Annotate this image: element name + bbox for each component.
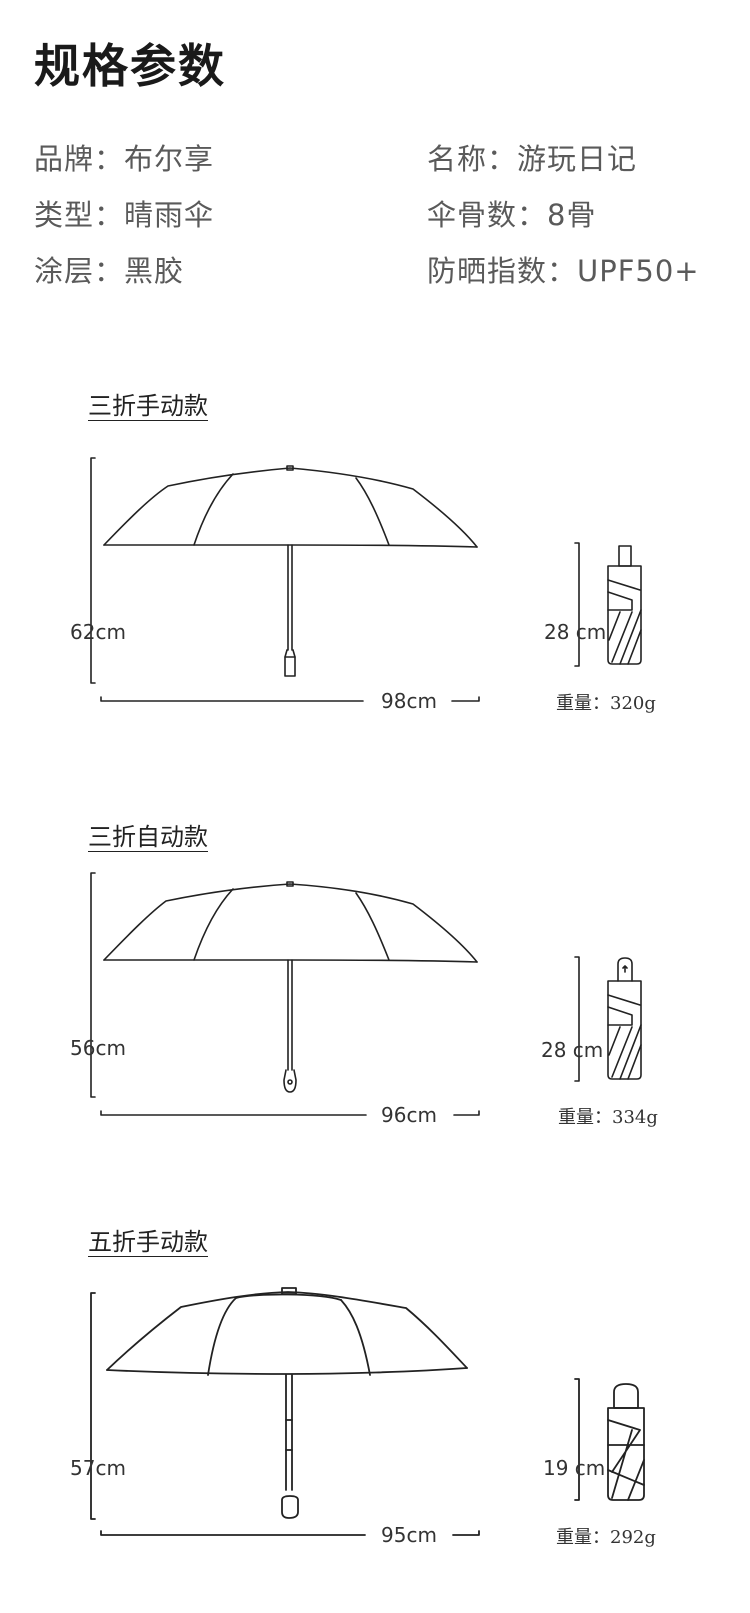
folded-length-label: 28 cm: [544, 620, 607, 644]
canopy-outline: [104, 884, 477, 962]
shaft: [288, 960, 292, 1070]
model-title: 三折自动款: [88, 823, 208, 851]
weight-label: 重量：320g: [556, 693, 656, 714]
handle: [282, 1496, 298, 1518]
umbrella-diagram-3: [0, 1280, 750, 1580]
umbrella-diagram-1: [0, 440, 750, 740]
open-height-label: 62cm: [70, 620, 126, 644]
spec-ribs: 伞骨数：8骨: [427, 198, 597, 232]
height-dimension-line: [91, 1293, 95, 1519]
model-title: 三折手动款: [88, 392, 208, 420]
open-height-label: 56cm: [70, 1036, 126, 1060]
weight-label: 重量：334g: [558, 1107, 658, 1128]
canopy-outline: [104, 468, 477, 547]
spec-brand: 品牌：布尔享: [34, 142, 215, 176]
folded-length-label: 28 cm: [541, 1038, 604, 1062]
height-dimension-line: [91, 458, 95, 683]
open-height-label: 57cm: [70, 1456, 126, 1480]
folded-dimension-line: [575, 957, 579, 1081]
handle: [285, 657, 295, 676]
umbrella-diagram-2: [0, 860, 750, 1160]
spec-name: 名称：游玩日记: [427, 142, 638, 176]
width-dimension-line: [101, 1531, 479, 1535]
width-dimension-line: [101, 697, 479, 701]
folded-umbrella-3: [608, 1384, 644, 1500]
model-title: 五折手动款: [88, 1228, 208, 1256]
shaft: [288, 545, 292, 650]
weight-label: 重量：292g: [556, 1527, 656, 1548]
width-dimension-line: [101, 1111, 479, 1115]
open-width-label: 96cm: [381, 1103, 437, 1127]
open-width-label: 95cm: [381, 1523, 437, 1547]
folded-umbrella-1: [608, 546, 641, 664]
folded-dimension-line: [575, 543, 579, 666]
handle: [284, 1070, 296, 1092]
spec-upf: 防晒指数：UPF50+: [427, 254, 700, 288]
folded-length-label: 19 cm: [543, 1456, 606, 1480]
folded-dimension-line: [575, 1379, 579, 1500]
height-dimension-line: [91, 873, 95, 1097]
shaft: [286, 1375, 292, 1490]
page-title: 规格参数: [34, 39, 226, 93]
spec-coating: 涂层：黑胶: [34, 254, 185, 288]
canopy-outline: [107, 1292, 467, 1370]
spec-type: 类型：晴雨伞: [34, 198, 215, 232]
open-width-label: 98cm: [381, 689, 437, 713]
folded-umbrella-2: [608, 958, 641, 1079]
